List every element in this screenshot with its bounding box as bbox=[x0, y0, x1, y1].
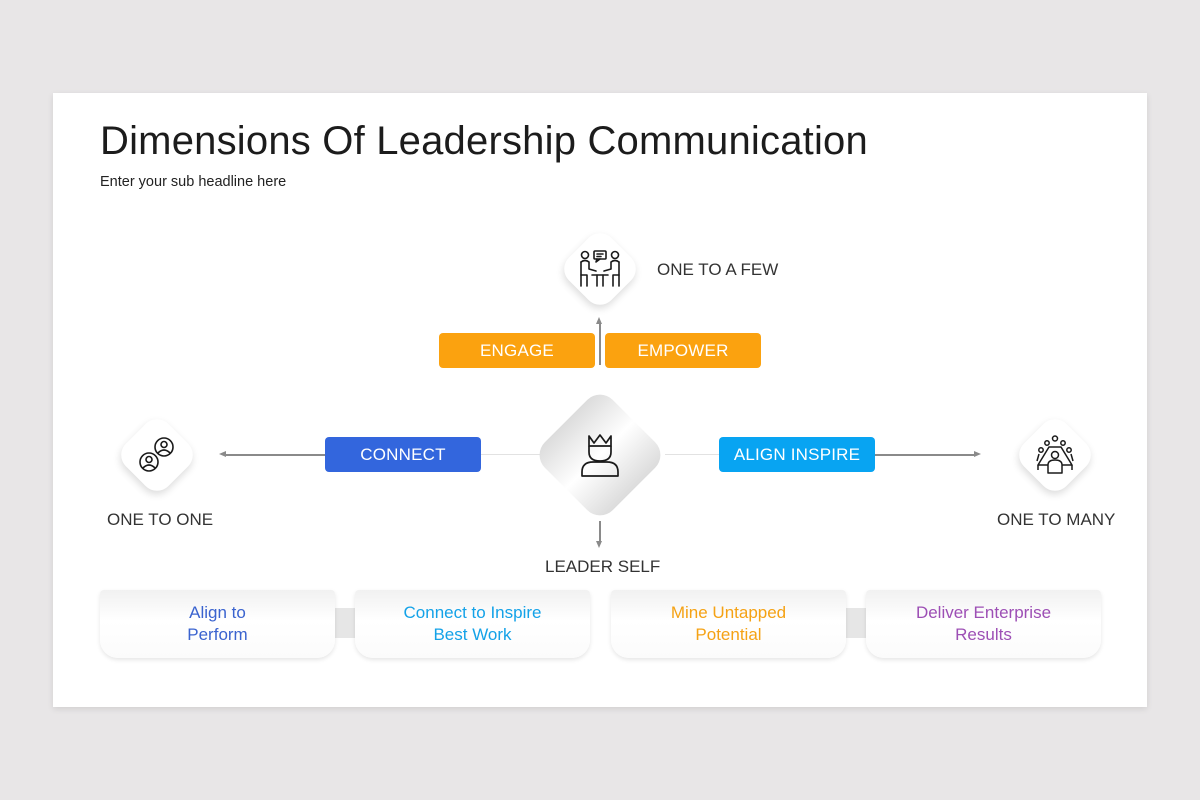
arrow-right-icon bbox=[974, 451, 981, 457]
card-line: Align to bbox=[189, 603, 246, 622]
leader-self-node[interactable] bbox=[534, 389, 666, 521]
one-to-many-node[interactable] bbox=[1013, 413, 1097, 497]
card-line: Mine Untapped bbox=[670, 603, 787, 622]
empower-pill[interactable]: EMPOWER bbox=[605, 333, 761, 368]
center-right-line bbox=[665, 454, 720, 455]
center-left-line bbox=[481, 454, 541, 455]
slide: Dimensions Of Leadership Communication E… bbox=[53, 93, 1147, 707]
card-line: Deliver Enterprise bbox=[915, 603, 1052, 622]
one-to-a-few-label: ONE TO A FEW bbox=[657, 260, 779, 279]
connect-pill[interactable]: CONNECT bbox=[325, 437, 481, 472]
two-users-icon bbox=[139, 437, 174, 472]
one-to-one-label: ONE TO ONE bbox=[107, 510, 214, 529]
card-connector bbox=[844, 608, 868, 638]
arrow-left-icon bbox=[219, 451, 226, 457]
one-to-many-label: ONE TO MANY bbox=[997, 510, 1116, 529]
up-arrow-line bbox=[599, 323, 601, 365]
page-title: Dimensions Of Leadership Communication bbox=[100, 119, 868, 163]
page-subtitle: Enter your sub headline here bbox=[100, 174, 287, 190]
engage-pill[interactable]: ENGAGE bbox=[439, 333, 595, 368]
one-to-a-few-node[interactable] bbox=[558, 227, 642, 311]
card-deliver-enterprise-results[interactable]: Deliver Enterprise Results bbox=[866, 590, 1101, 658]
card-line: Perform bbox=[187, 625, 248, 644]
card-line: Connect to Inspire bbox=[403, 603, 542, 622]
crowned-person-icon bbox=[581, 434, 619, 477]
leader-self-label: LEADER SELF bbox=[545, 557, 661, 576]
one-to-one-node[interactable] bbox=[115, 413, 199, 497]
card-line: Results bbox=[955, 625, 1012, 644]
align-arrow-line bbox=[874, 454, 974, 456]
arrow-up-icon bbox=[596, 317, 602, 324]
connect-arrow-line bbox=[225, 454, 325, 456]
card-mine-untapped-potential[interactable]: Mine Untapped Potential bbox=[611, 590, 846, 658]
down-arrow-line bbox=[599, 521, 601, 541]
card-line: Best Work bbox=[433, 625, 512, 644]
card-align-to-perform[interactable]: Align to Perform bbox=[100, 590, 335, 658]
card-connect-to-inspire[interactable]: Connect to Inspire Best Work bbox=[355, 590, 590, 658]
card-line: Potential bbox=[695, 625, 762, 644]
conference-table-icon bbox=[1036, 435, 1074, 474]
card-connector bbox=[333, 608, 357, 638]
meeting-conversation-icon bbox=[580, 250, 620, 287]
arrow-down-icon bbox=[596, 541, 602, 548]
align-inspire-pill[interactable]: ALIGN INSPIRE bbox=[719, 437, 875, 472]
